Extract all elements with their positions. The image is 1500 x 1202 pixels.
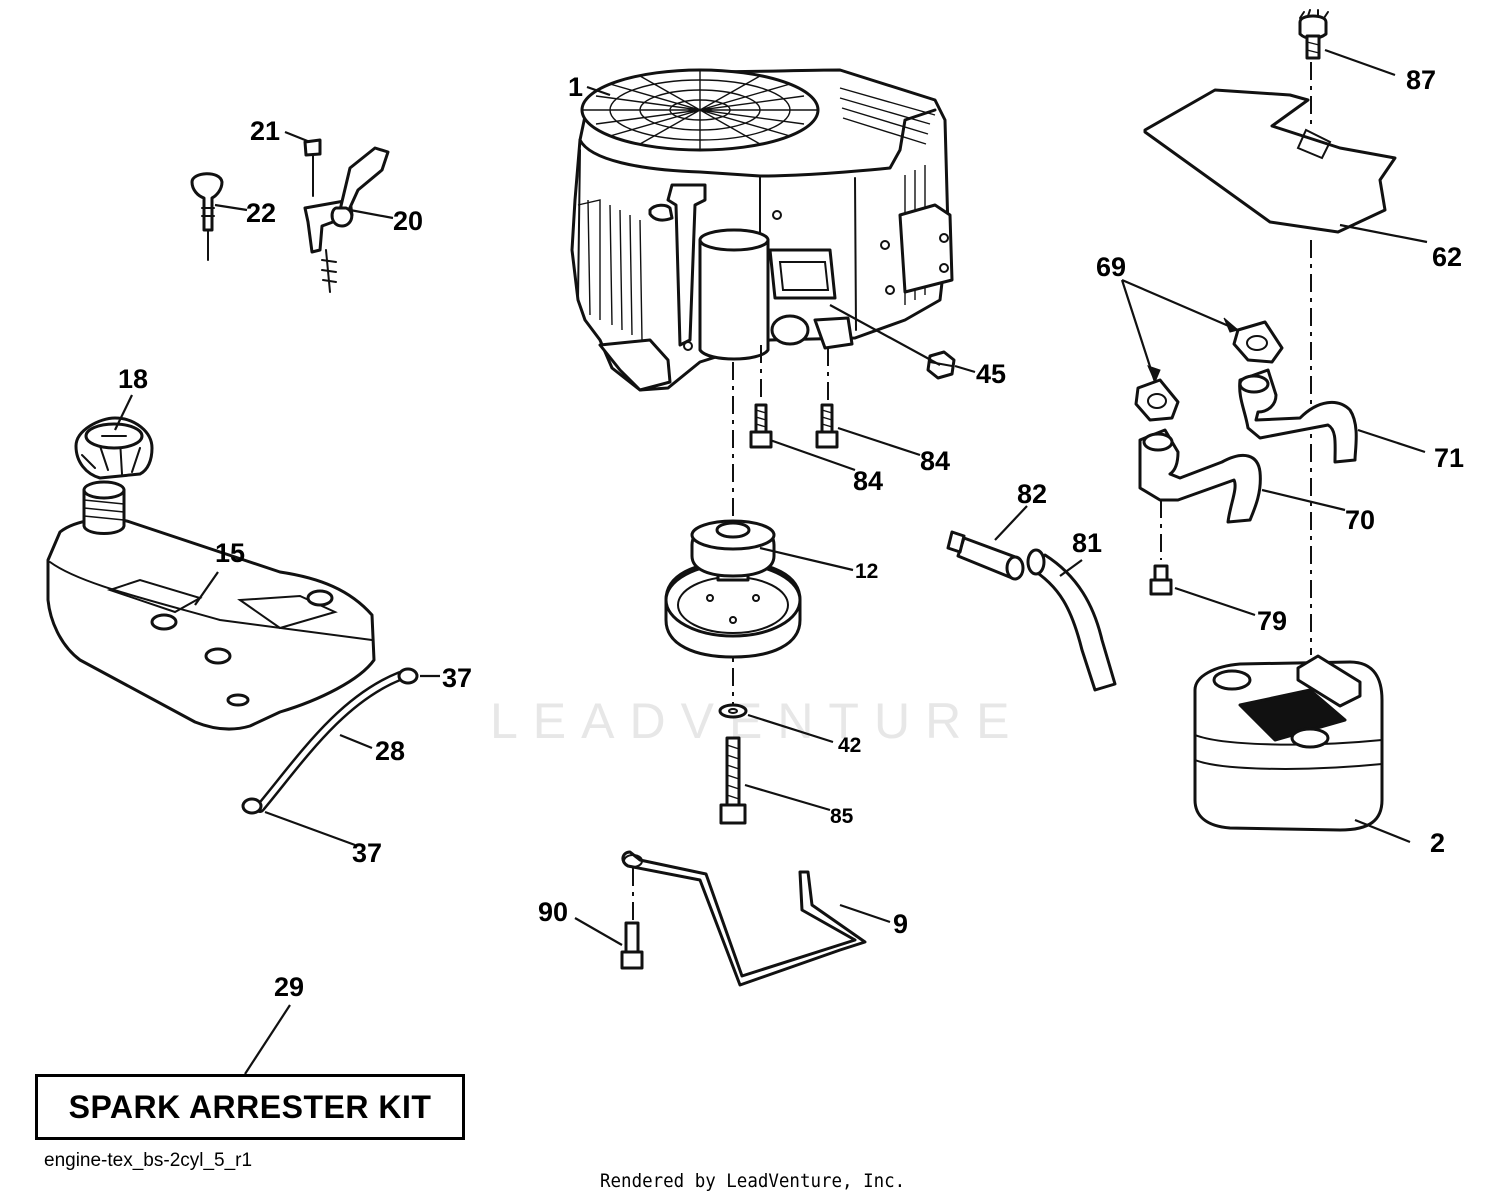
muffler-illustration: [1193, 654, 1384, 832]
callout-pulley-bolt: 85: [830, 805, 854, 828]
callout-muffler-bolt: 79: [1257, 606, 1287, 636]
watermark: LEADVENTURE: [490, 693, 1025, 749]
callout-throttle-screw: 21: [250, 116, 280, 146]
callout-nut: 45: [976, 359, 1006, 389]
callout-oil-drain-hose: 81: [1072, 528, 1102, 558]
fuel-cap-illustration: [74, 416, 154, 480]
callout-muffler-bracket: 9: [893, 909, 908, 939]
pulley-illustration: [664, 519, 802, 659]
callout-fuel-cap: 18: [118, 364, 148, 394]
engine-illustration: [570, 68, 954, 392]
diagram-id: engine-tex_bs-2cyl_5_r1: [44, 1150, 253, 1171]
engine-bolts-illustration: [749, 403, 839, 449]
drain-valve-illustration: [946, 530, 1025, 581]
callout-washer: 42: [838, 734, 861, 757]
callout-pulley: 12: [855, 560, 878, 583]
render-credit: Rendered by LeadVenture, Inc.: [600, 1170, 906, 1192]
pulley-bolt-illustration: [719, 736, 747, 825]
callout-fuel-line: 28: [375, 736, 405, 766]
leader-lines: [114, 48, 1428, 1075]
heat-shield-illustration: [1143, 9, 1397, 655]
callout-clamp-upper: 37: [442, 663, 472, 693]
gaskets-illustration: [1134, 320, 1284, 422]
nut-illustration: [926, 350, 956, 380]
muffler-bracket-illustration: [620, 850, 867, 987]
callout-numbers: 1 2 9 12 15 18 20 21 22 28 29 37 37 42 4…: [118, 65, 1464, 1002]
washer-illustration: [718, 703, 748, 719]
callout-drain-valve: 82: [1017, 479, 1047, 509]
choke-knob-illustration: [190, 172, 224, 261]
callout-muffler: 2: [1430, 828, 1445, 858]
muffler-bolt-illustration: [1149, 500, 1173, 596]
callout-engine-bolt-left: 84: [853, 466, 883, 496]
callout-fuel-tank: 15: [215, 538, 245, 568]
callout-heat-shield: 62: [1432, 242, 1462, 272]
callout-engine-bolt-right: 84: [920, 446, 950, 476]
throttle-control-illustration: [303, 138, 390, 293]
oil-drain-hose-illustration: [1026, 548, 1117, 692]
callout-shield-screw: 87: [1406, 65, 1436, 95]
spark-arrester-kit-box: SPARK ARRESTER KIT: [35, 1074, 465, 1140]
spark-arrester-kit-label: SPARK ARRESTER KIT: [68, 1088, 432, 1125]
fuel-line-illustration: [241, 667, 419, 815]
callout-throttle-control: 20: [393, 206, 423, 236]
callout-clamp-lower: 37: [352, 838, 382, 868]
callout-choke-knob: 22: [246, 198, 276, 228]
leader-arrowheads: [1147, 317, 1240, 384]
exhaust-pipes-illustration: [1138, 368, 1358, 524]
callout-exhaust-pipe-left: 70: [1345, 505, 1375, 535]
callout-bracket-bolt: 90: [538, 897, 568, 927]
callout-gaskets: 69: [1096, 252, 1126, 282]
callout-engine: 1: [568, 72, 583, 102]
fuel-tank-illustration: [46, 480, 376, 731]
callout-spark-arrester-kit: 29: [274, 972, 304, 1002]
callout-exhaust-pipe-right: 71: [1434, 443, 1464, 473]
